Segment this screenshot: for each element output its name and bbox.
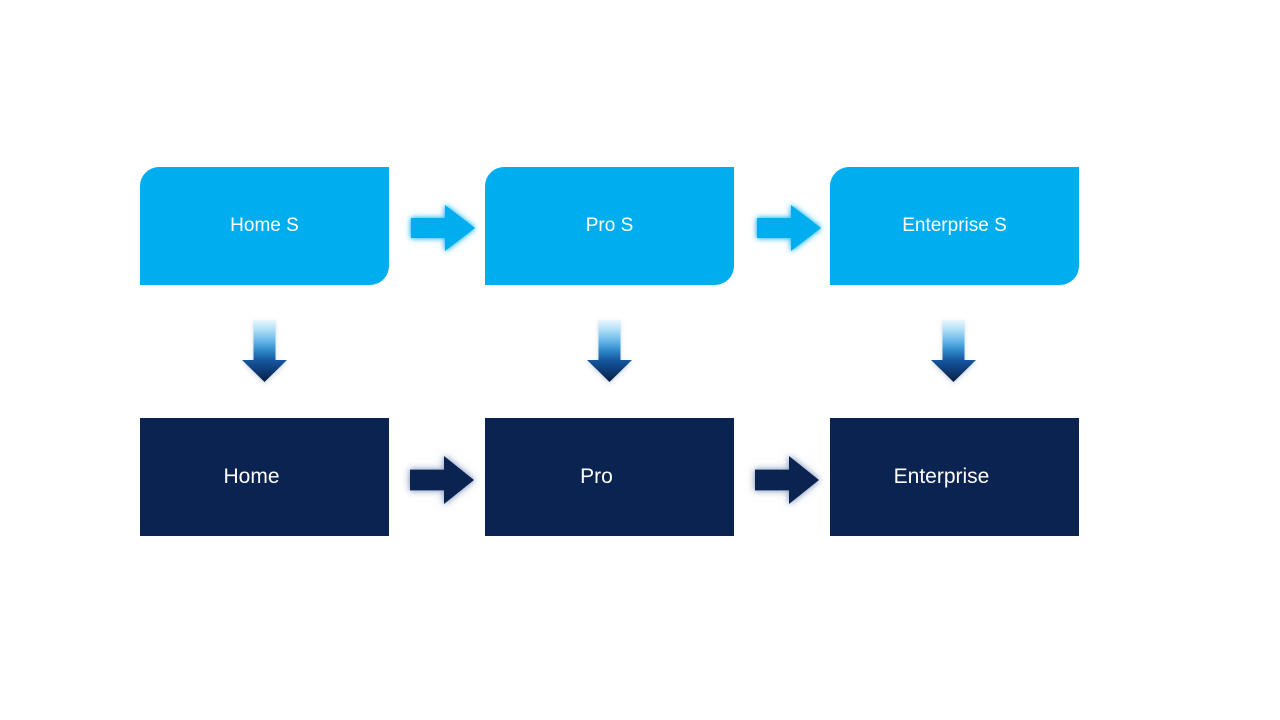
node-pro-s: Pro S [485, 167, 734, 285]
right-arrow-icon [411, 205, 475, 256]
down-arrow-icon [587, 320, 632, 387]
node-pro: Pro [485, 418, 734, 536]
node-label: Home S [230, 215, 299, 236]
right-arrow-icon [410, 456, 474, 509]
node-home-s: Home S [140, 167, 389, 285]
node-enterprise: Enterprise [830, 418, 1079, 536]
node-home: Home [140, 418, 389, 536]
node-label: Pro S [585, 215, 634, 236]
node-label: Enterprise S [902, 215, 1007, 236]
node-label: Enterprise [893, 465, 990, 488]
node-label: Home [223, 465, 280, 488]
node-enterprise-s: Enterprise S [830, 167, 1079, 285]
down-arrow-icon [242, 320, 287, 387]
right-arrow-icon [755, 456, 819, 509]
node-label: Pro [580, 465, 613, 488]
right-arrow-icon [757, 205, 821, 256]
down-arrow-icon [931, 320, 976, 387]
